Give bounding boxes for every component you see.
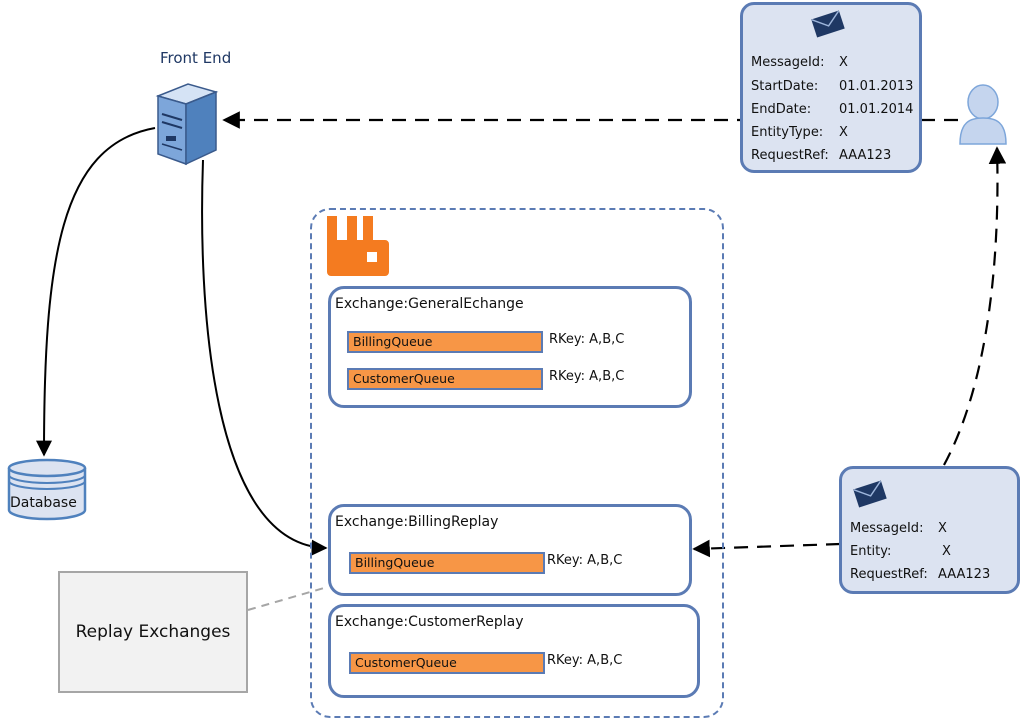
replay-field-requestref: RequestRef: AAA123 [850,567,990,582]
request-message-card: MessageId: X StartDate: 01.01.2013 EndDa… [740,2,922,173]
exchange-title: Exchange:GeneralEchange [335,296,524,312]
envelope-icon [853,480,887,508]
database-label: Database [10,495,77,511]
replay-message-card: MessageId: X Entity: X RequestRef: AAA12… [839,466,1020,594]
routing-key-label: RKey: A,B,C [549,332,625,347]
request-field-startdate: StartDate: 01.01.2013 [751,79,913,94]
replaymessage-to-billingreplay-connector [692,539,841,558]
request-field-messageid: MessageId: X [751,55,848,70]
rabbitmq-broker-frame [310,208,724,718]
replay-exchanges-note: Replay Exchanges [58,571,248,693]
field-value: AAA123 [839,148,892,163]
field-value: X [942,544,951,559]
exchange-general: Exchange:GeneralEchange BillingQueue RKe… [328,286,692,408]
field-value: X [938,521,947,536]
field-value: X [839,125,848,140]
queue-bar-billing: BillingQueue [349,552,545,574]
routing-key-label: RKey: A,B,C [549,369,625,384]
replay-field-entity: Entity: X [850,544,951,559]
field-key: EndDate: [751,102,812,117]
field-key: RequestRef: [751,148,829,163]
field-key: MessageId: [751,55,825,70]
field-key: StartDate: [751,79,819,94]
rabbitmq-logo-icon [327,216,389,276]
field-key: MessageId: [850,521,924,536]
field-key: EntityType: [751,125,824,140]
database-icon [7,458,87,521]
replay-field-messageid: MessageId: X [850,521,947,536]
exchange-title: Exchange:BillingReplay [335,514,499,530]
field-value: X [839,55,848,70]
request-field-enddate: EndDate: 01.01.2014 [751,102,913,117]
field-value: 01.01.2013 [839,79,914,94]
exchange-title: Exchange:CustomerReplay [335,614,524,630]
envelope-icon [811,10,845,38]
queue-bar-billing: BillingQueue [347,331,543,353]
server-icon [155,83,219,166]
queue-bar-customer: CustomerQueue [349,652,545,674]
replay-exchanges-label: Replay Exchanges [75,622,231,642]
user-icon [959,84,1007,145]
exchange-billing-replay: Exchange:BillingReplay BillingQueue RKey… [328,504,692,596]
exchange-customer-replay: Exchange:CustomerReplay CustomerQueue RK… [328,604,700,698]
frontend-to-billingreplay-connector [201,159,328,556]
frontend-title: Front End [160,49,232,67]
request-field-requestref: RequestRef: AAA123 [751,148,891,163]
queue-bar-customer: CustomerQueue [347,368,543,390]
request-field-entitytype: EntityType: X [751,125,848,140]
field-value: AAA123 [938,567,991,582]
field-key: Entity: [850,544,892,559]
replaymessage-to-user-connector [943,146,1007,466]
routing-key-label: RKey: A,B,C [547,653,623,668]
routing-key-label: RKey: A,B,C [547,553,623,568]
field-key: RequestRef: [850,567,928,582]
field-value: 01.01.2014 [839,102,914,117]
frontend-to-database-connector [36,127,156,457]
